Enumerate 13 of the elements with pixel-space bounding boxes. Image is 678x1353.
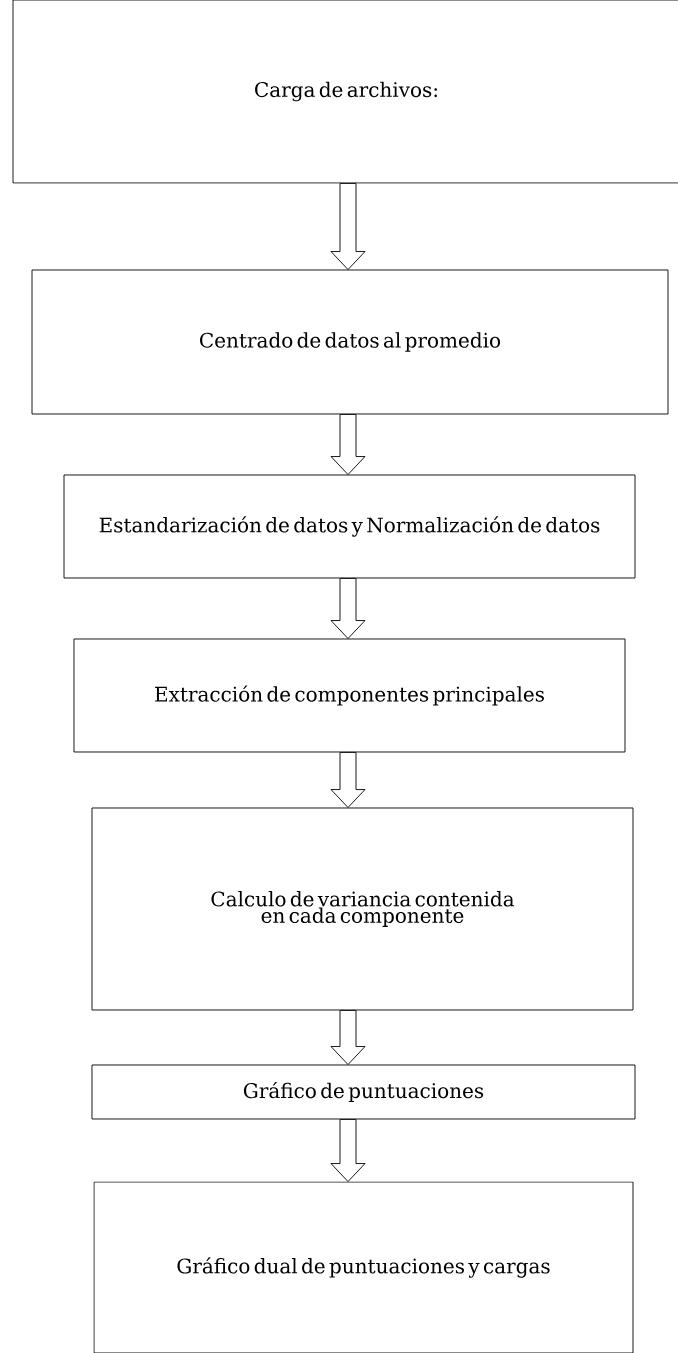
process-box: Calculo de variancia contenida en cada componente <box>91 807 634 1011</box>
block-arrow <box>330 1010 366 1065</box>
block-arrow <box>330 752 366 808</box>
process-box: Carga de archivos: <box>12 0 678 184</box>
process-box: Extracción de componentes principales <box>73 638 626 753</box>
block-arrow <box>330 578 366 639</box>
process-box: Estandarización de datos y Normalización de datos <box>63 474 636 579</box>
process-box: Gráfico dual de puntuaciones y cargas <box>93 1181 634 1353</box>
block-arrow <box>330 414 366 475</box>
block-arrow <box>330 183 366 270</box>
process-box: Centrado de datos al promedio <box>31 269 669 415</box>
process-box: Gráfico de puntuaciones <box>91 1064 636 1120</box>
block-arrow <box>330 1119 366 1182</box>
